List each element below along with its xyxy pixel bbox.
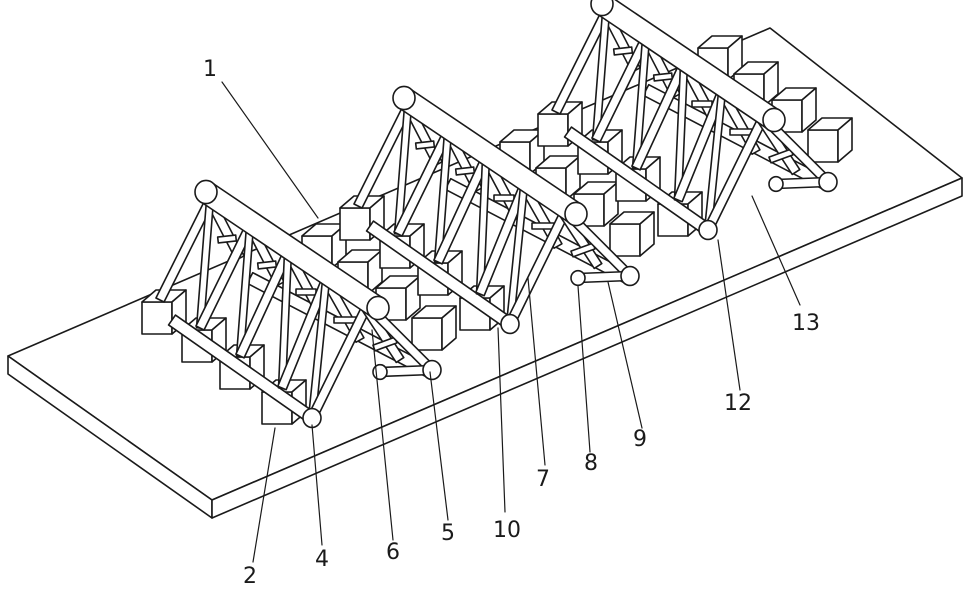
numeral-7: 7: [536, 467, 550, 492]
numeral-10: 10: [493, 518, 521, 543]
numeral-12: 12: [724, 391, 752, 416]
numeral-13: 13: [792, 311, 820, 336]
numeral-6: 6: [386, 540, 400, 565]
numeral-8: 8: [584, 451, 598, 476]
numeral-2: 2: [243, 564, 257, 589]
numeral-4: 4: [315, 547, 329, 572]
numeral-9: 9: [633, 427, 647, 452]
numeral-5: 5: [441, 521, 455, 546]
numeral-1: 1: [203, 57, 217, 82]
